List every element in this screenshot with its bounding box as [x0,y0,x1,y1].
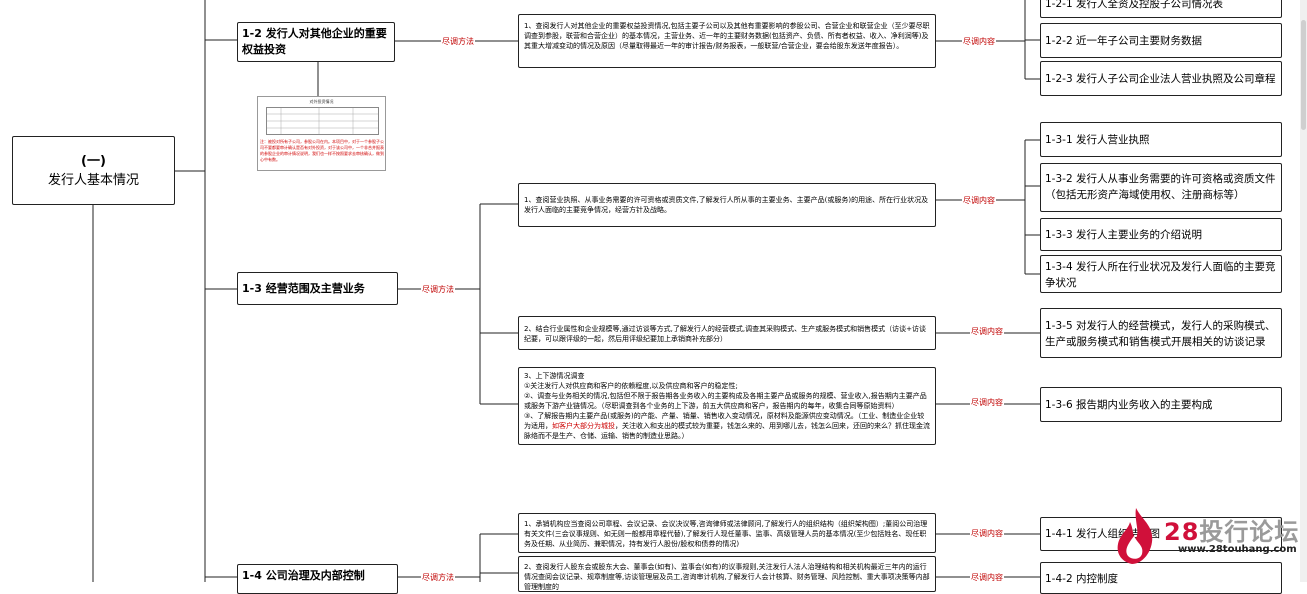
leaf-1-4-2-text: 1-4-2 内控制度 [1045,573,1118,585]
method-box-1-3-1[interactable]: 1、查阅营业执照、从事业务需要的许可资格或资质文件,了解发行人所从事的主要业务、… [518,183,936,227]
leaf-1-3-3-text: 1-3-3 发行人主要业务的介绍说明 [1045,229,1202,241]
method-box-1-4-2-text: 2、查阅发行人股东会或股东大会、董事会(如有)、监事会(如有)的议事规则,关注发… [524,563,930,591]
leaf-1-2-1-text: 1-2-1 发行人全资及控股子公司情况表 [1045,0,1223,10]
method-box-1-2-text: 1、查阅发行人对其他企业的重要权益投资情况,包括主要子公司以及其他有重要影响的参… [524,22,930,50]
leaf-1-3-5[interactable]: 1-3-5 对发行人的经营模式，发行人的采购模式、生产或服务模式和销售模式开展相… [1040,308,1282,358]
watermark-number: 28 [1164,518,1200,546]
content-label-1-4a: 尽调内容 [970,529,1004,539]
watermark-name: 投行论坛 [1199,518,1300,546]
method-box-1-3-2[interactable]: 2、结合行业属性和企业规模等,通过访谈等方式,了解发行人的经营模式,调查其采购模… [518,316,936,350]
section-1-3-node[interactable]: 1-3 经营范围及主营业务 [237,272,398,305]
content-label-1-3b: 尽调内容 [970,327,1004,337]
content-label-1-3c: 尽调内容 [970,398,1004,408]
leaf-1-2-3-text: 1-2-3 发行人子公司企业法人营业执照及公司章程 [1045,73,1276,85]
leaf-1-3-4-text: 1-3-4 发行人所在行业状况及发行人面临的主要竞争状况 [1045,261,1276,289]
method-box-1-3-3-p1: ①关注发行人对供应商和客户的依赖程度,以及供应商和客户的稳定性; [524,382,738,390]
leaf-1-3-1[interactable]: 1-3-1 发行人营业执照 [1040,122,1282,157]
investment-table-thumbnail[interactable]: 对外投资情况 注：被投对所有子公司，参股公司在内。本项目中，对于一个参股子公司不… [257,96,386,171]
method-label-1-2: 尽调方法 [441,37,475,47]
leaf-1-2-2[interactable]: 1-2-2 近一年子公司主要财务数据 [1040,23,1282,58]
watermark-url: www.28touhang.com [1178,544,1297,555]
p3-highlight: 如客户大部分为城投 [552,422,615,430]
leaf-1-3-3[interactable]: 1-3-3 发行人主要业务的介绍说明 [1040,218,1282,251]
watermark-title: 28投行论坛 [1164,512,1299,547]
forum-watermark: 28投行论坛 www.28touhang.com [1112,506,1298,568]
method-label-1-4: 尽调方法 [421,573,455,583]
section-1-4-node[interactable]: 1-4 公司治理及内部控制 [237,564,398,594]
thumbnail-note: 注：被投对所有子公司，参股公司在内。本项目中，对于一个参股子公司不要都要审计确认… [260,139,384,162]
p3-start: ③、了解报告期内主要产品(或服务)的产能、产量、销量、销售收入变动情况，原材料及… [524,412,925,430]
leaf-1-3-1-text: 1-3-1 发行人营业执照 [1045,134,1150,146]
content-label-1-3a: 尽调内容 [962,196,996,206]
content-label-1-2: 尽调内容 [962,37,996,47]
section-1-2-node[interactable]: 1-2 发行人对其他企业的重要权益投资 [237,22,395,62]
p3-end: ，关注收入和支出的模式较为重要，钱怎么来的、用到哪儿去，钱怎么回来，还回的来么？… [524,422,930,440]
section-1-3-title: 1-3 经营范围及主营业务 [242,281,365,295]
leaf-1-3-4[interactable]: 1-3-4 发行人所在行业状况及发行人面临的主要竞争状况 [1040,255,1282,293]
thumbnail-title: 对外投资情况 [309,99,334,104]
mindmap-canvas: (一) 发行人基本情况 1-2 发行人对其他企业的重要权益投资 1-3 经营范围… [12,0,1307,594]
scrollbar-thumb[interactable] [1301,20,1306,130]
method-box-1-3-3[interactable]: 3、上下游情况调查 ①关注发行人对供应商和客户的依赖程度,以及供应商和客户的稳定… [518,367,936,445]
section-1-4-title: 1-4 公司治理及内部控制 [242,569,365,582]
method-label-1-3: 尽调方法 [421,285,455,295]
leaf-1-3-2-text: 1-3-2 发行人从事业务需要的许可资格或资质文件（包括无形资产海域使用权、注册… [1045,173,1276,201]
method-box-1-4-1[interactable]: 1、承销机构应当查阅公司章程、会议记录、会议决议等,咨询律师或法律顾问,了解发行… [518,513,936,553]
flame-logo-icon [1117,508,1153,564]
method-box-1-3-3-p2: ②、调查与业务相关的情况,包括但不限于报告期各业务收入的主要构成及各期主要产品或… [524,392,927,410]
root-node[interactable]: (一) 发行人基本情况 [12,136,175,205]
leaf-1-3-2[interactable]: 1-3-2 发行人从事业务需要的许可资格或资质文件（包括无形资产海域使用权、注册… [1040,163,1282,212]
root-line1: (一) [81,153,106,169]
thumbnail-table [266,107,379,135]
root-line2: 发行人基本情况 [47,172,139,188]
leaf-1-2-2-text: 1-2-2 近一年子公司主要财务数据 [1045,35,1202,47]
method-box-1-4-2[interactable]: 2、查阅发行人股东会或股东大会、董事会(如有)、监事会(如有)的议事规则,关注发… [518,556,936,592]
method-box-1-4-1-text: 1、承销机构应当查阅公司章程、会议记录、会议决议等,咨询律师或法律顾问,了解发行… [524,520,928,548]
section-1-2-title: 1-2 发行人对其他企业的重要权益投资 [242,27,387,56]
leaf-1-3-6[interactable]: 1-3-6 报告期内业务收入的主要构成 [1040,387,1282,422]
leaf-1-3-6-text: 1-3-6 报告期内业务收入的主要构成 [1045,399,1213,411]
method-box-1-3-2-text: 2、结合行业属性和企业规模等,通过访谈等方式,了解发行人的经营模式,调查其采购模… [524,325,926,343]
leaf-1-2-3[interactable]: 1-2-3 发行人子公司企业法人营业执照及公司章程 [1040,61,1282,96]
leaf-1-3-5-text: 1-3-5 对发行人的经营模式，发行人的采购模式、生产或服务模式和销售模式开展相… [1045,320,1276,348]
method-box-1-3-3-p3: ③、了解报告期内主要产品(或服务)的产能、产量、销量、销售收入变动情况，原材料及… [524,411,931,441]
vertical-scrollbar[interactable] [1300,0,1307,582]
method-box-1-3-1-text: 1、查阅营业执照、从事业务需要的许可资格或资质文件,了解发行人所从事的主要业务、… [524,196,929,214]
leaf-1-2-1[interactable]: 1-2-1 发行人全资及控股子公司情况表 [1040,0,1282,18]
method-box-1-3-3-title: 3、上下游情况调查 [524,372,585,380]
content-label-1-4b: 尽调内容 [970,573,1004,583]
method-box-1-2[interactable]: 1、查阅发行人对其他企业的重要权益投资情况,包括主要子公司以及其他有重要影响的参… [518,14,936,68]
thumbnail-table-grid [267,108,378,134]
